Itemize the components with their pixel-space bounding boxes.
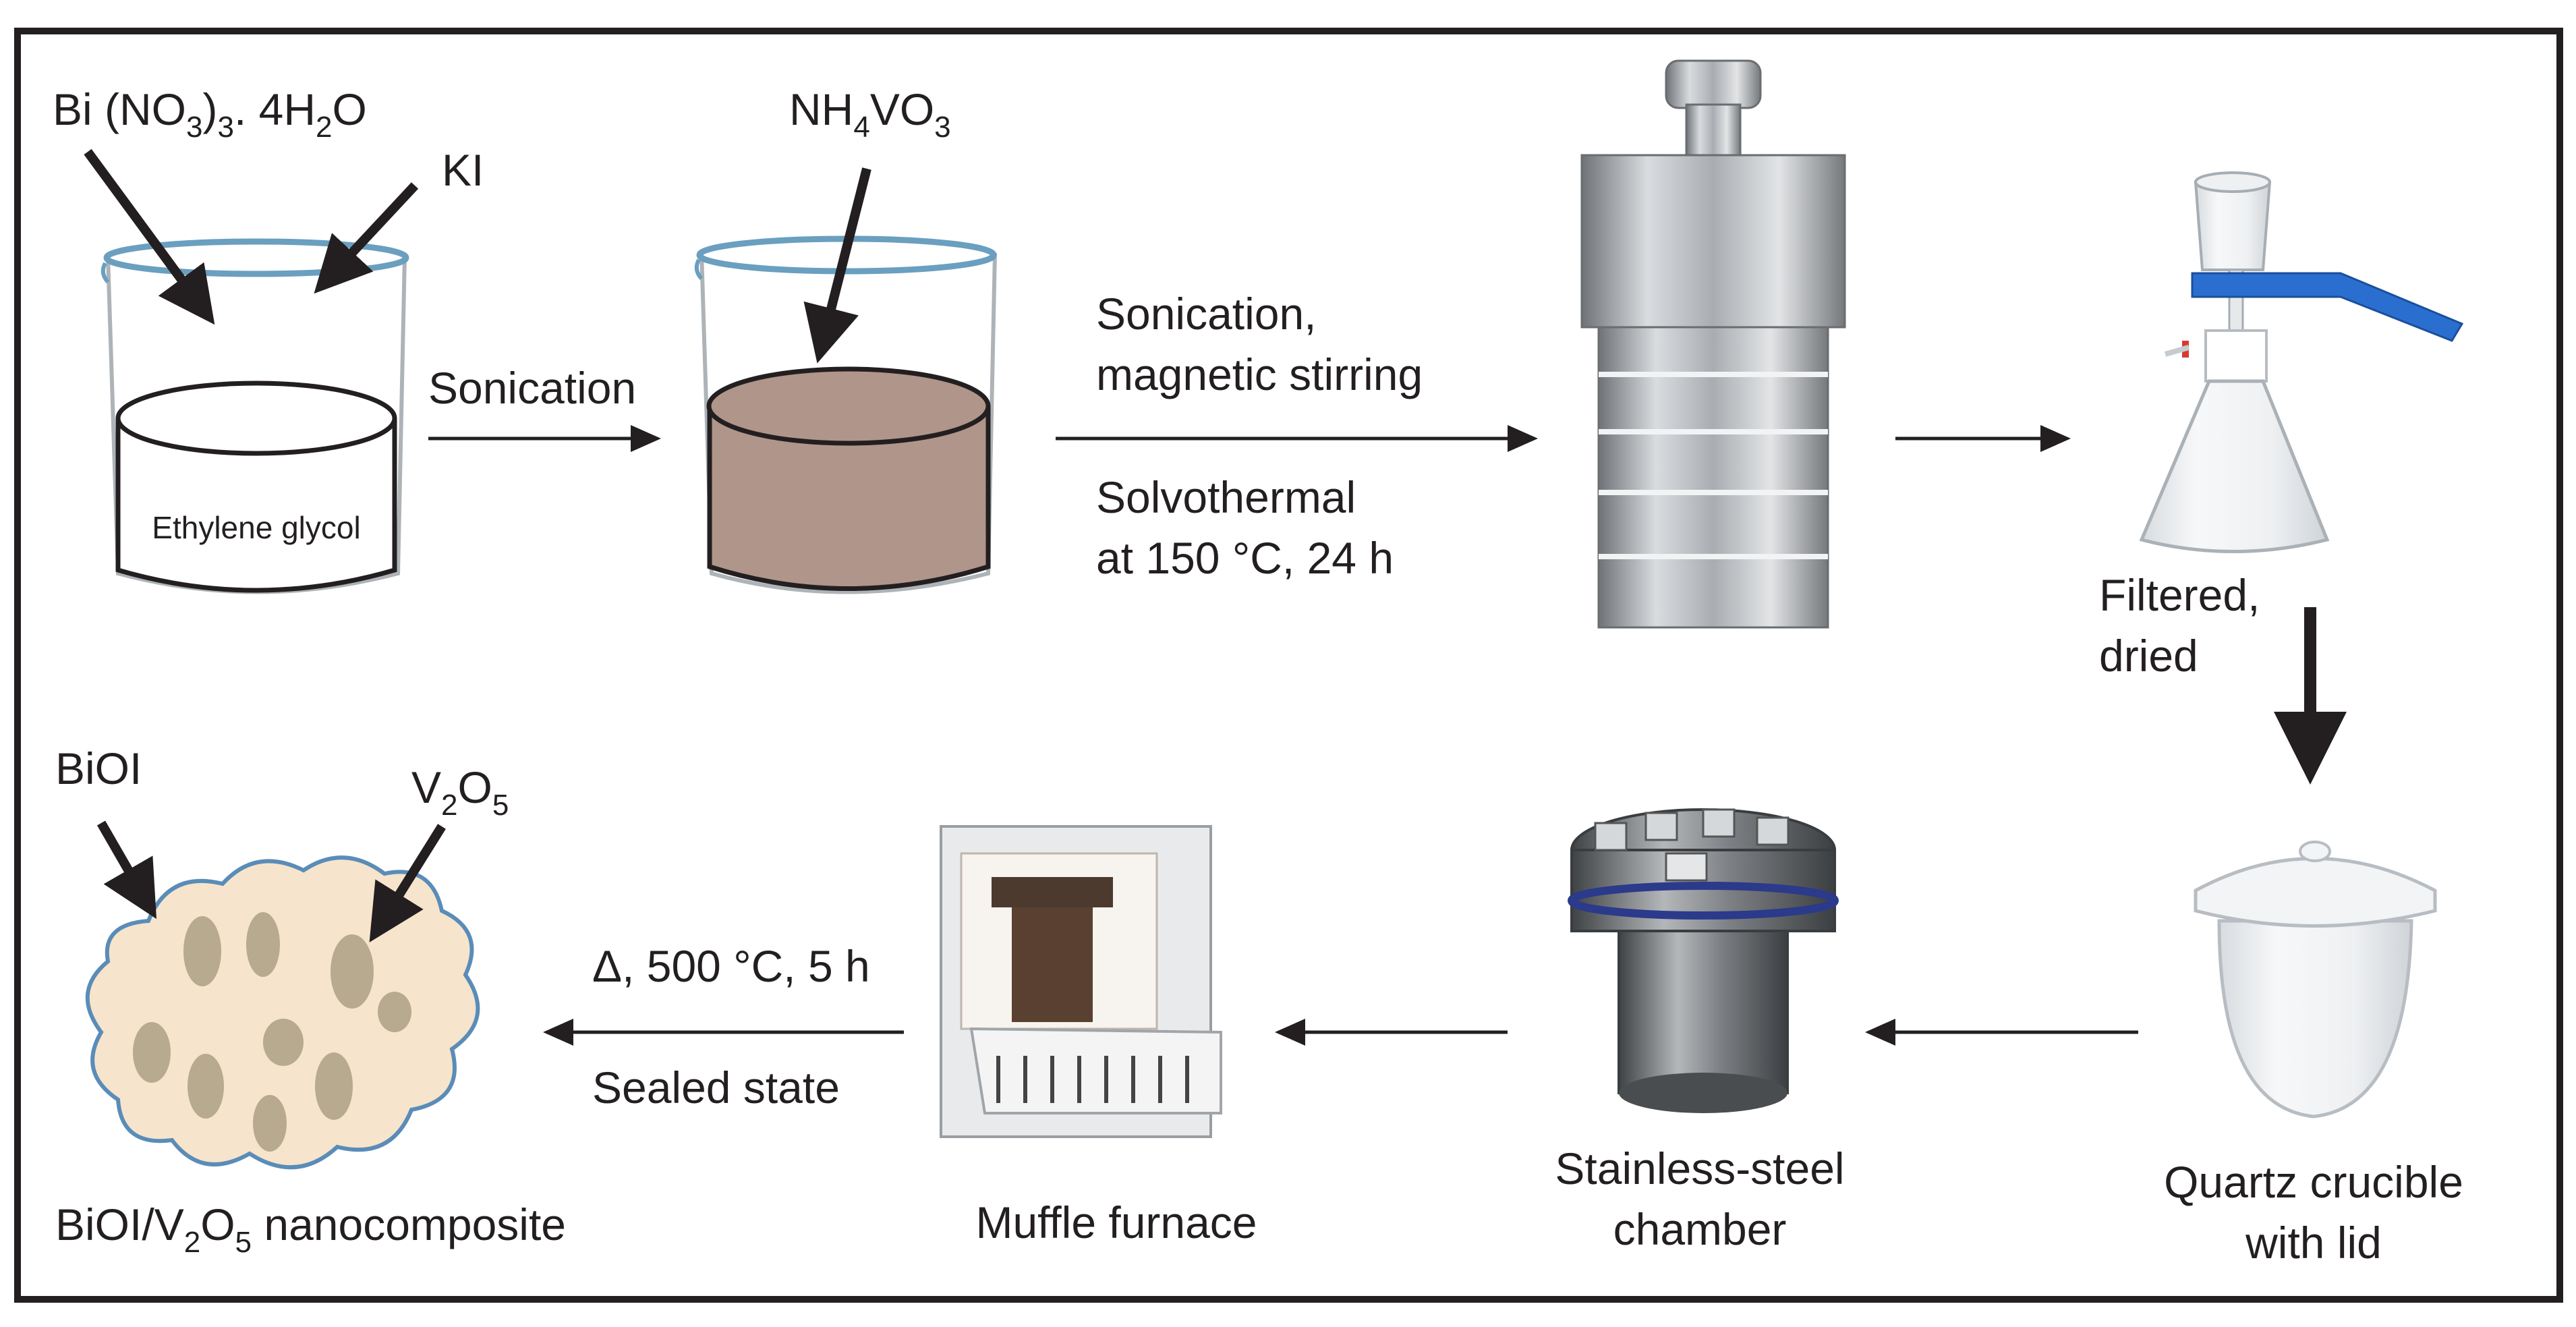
quartz-crucible-image: [2194, 841, 2437, 1119]
step-solvothermal-line1: Solvothermal: [1096, 472, 1356, 522]
arrow-v2o5: [369, 824, 446, 942]
step-filtered-line1: Filtered,: [2099, 570, 2260, 620]
step-stirring-line1: Sonication,: [1096, 289, 1317, 339]
sealed-state-label: Sealed state: [592, 1063, 840, 1112]
figure-border: [14, 28, 2563, 1303]
step-solvothermal-line2: at 150 °C, 24 h: [1096, 533, 1394, 583]
heat-condition-label: Δ, 500 °C, 5 h: [592, 941, 870, 991]
chamber-label-line1: Stainless-steel: [1555, 1144, 1844, 1193]
filtration-flask-image: [2139, 171, 2464, 553]
product-biol-label: BiOI: [55, 743, 142, 793]
reagent-bi-nitrate-label: Bi (NO3)3. 4H2O: [53, 84, 367, 144]
step-stirring-line2: magnetic stirring: [1096, 349, 1423, 399]
final-product-label: BiOI/V2O5 nanocomposite: [55, 1199, 566, 1259]
crucible-label-line1: Quartz crucible: [2164, 1157, 2463, 1207]
arrow-biol: [96, 820, 156, 920]
step-filtered-line2: dried: [2099, 631, 2198, 681]
arrow-nh4vo3-to-beaker: [803, 167, 871, 364]
beaker-slurry: [694, 235, 997, 594]
reagent-nh4vo3-label: NH4VO3: [789, 84, 951, 144]
crucible-label-line2: with lid: [2245, 1218, 2382, 1268]
step-sonication-label: Sonication: [428, 363, 636, 413]
arrow-bi-to-beaker: [84, 148, 215, 325]
beaker-ethylene-glycol: [101, 238, 409, 594]
arrow-ki-to-beaker: [314, 182, 419, 294]
muffle-furnace-image: [940, 825, 1222, 1138]
chamber-label-line2: chamber: [1613, 1204, 1787, 1254]
furnace-label: Muffle furnace: [975, 1197, 1257, 1247]
stainless-steel-chamber-image: [1568, 808, 1839, 1113]
reagent-ki-label: KI: [442, 145, 484, 195]
autoclave-image: [1580, 59, 1846, 629]
product-v2o5-label: V2O5: [411, 762, 509, 822]
solvent-label: Ethylene glycol: [152, 510, 360, 545]
